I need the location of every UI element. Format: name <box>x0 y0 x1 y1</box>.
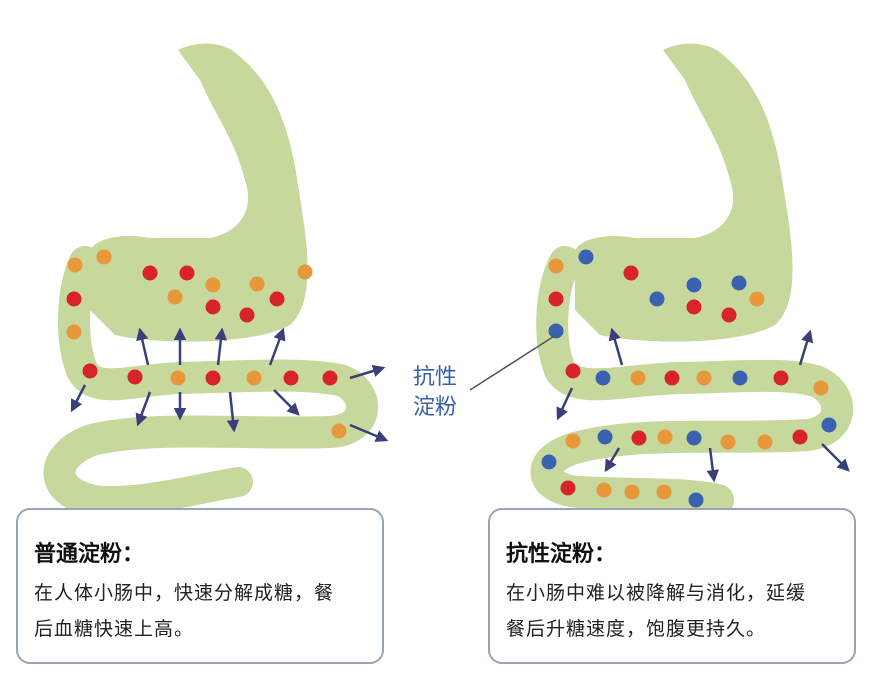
absorption-arrow <box>821 443 850 472</box>
particle-red <box>127 369 143 385</box>
particle-blue <box>578 249 594 265</box>
particle-red <box>721 307 737 323</box>
absorption-arrow <box>135 391 152 427</box>
particle-orange <box>297 264 313 280</box>
particle-blue <box>548 323 564 339</box>
particle-red <box>560 480 576 496</box>
particle-orange <box>331 423 347 439</box>
particle-orange <box>96 249 112 265</box>
particle-red <box>179 265 195 281</box>
normal-starch-title: 普通淀粉： <box>34 542 145 567</box>
normal-starch-desc-line1: 在人体小肠中，快速分解成糖，餐 <box>34 582 335 604</box>
absorption-arrow <box>136 327 150 366</box>
particle-orange <box>548 258 564 274</box>
resistant-starch-label-line2: 淀粉 <box>413 395 458 420</box>
particle-red <box>773 370 789 386</box>
resistant-starch-desc-line2: 餐后升糖速度，饱腹更持久。 <box>506 618 767 640</box>
particle-red <box>283 370 299 386</box>
particle-blue <box>732 370 748 386</box>
absorption-arrow <box>798 329 814 366</box>
resistant-starch-label: 抗性 淀粉 <box>413 363 457 423</box>
particle-orange <box>67 257 83 273</box>
particle-red <box>565 363 581 379</box>
particle-red <box>623 265 639 281</box>
absorption-arrow <box>268 327 286 366</box>
absorption-arrow <box>273 389 300 416</box>
label-pointer-line <box>469 334 557 391</box>
particle-red <box>664 370 680 386</box>
particle-red <box>142 265 158 281</box>
absorption-arrow <box>349 423 389 442</box>
absorption-arrow <box>70 384 87 413</box>
resistant-starch-label-line1: 抗性 <box>413 365 458 390</box>
left-absorption-arrows <box>70 327 389 442</box>
particle-blue <box>821 417 837 433</box>
particle-red <box>82 363 98 379</box>
particle-blue <box>688 492 704 508</box>
particle-blue <box>731 275 747 291</box>
particle-red <box>205 299 221 315</box>
particle-red <box>66 291 82 307</box>
normal-starch-card: 普通淀粉： 在人体小肠中，快速分解成糖，餐 后血糖快速上高。 <box>16 508 384 664</box>
particle-red <box>239 307 255 323</box>
particle-orange <box>249 276 265 292</box>
particle-blue <box>649 291 665 307</box>
resistant-starch-card: 抗性淀粉： 在小肠中难以被降解与消化，延缓 餐后升糖速度，饱腹更持久。 <box>488 508 856 664</box>
particle-orange <box>624 484 640 500</box>
particle-orange <box>630 370 646 386</box>
right-absorption-arrows <box>556 327 850 483</box>
particle-orange <box>205 277 221 293</box>
particle-orange <box>757 434 773 450</box>
particle-orange <box>696 370 712 386</box>
particle-orange <box>596 482 612 498</box>
particle-red <box>322 370 338 386</box>
right-starch-particles <box>541 249 837 508</box>
particle-blue <box>597 429 613 445</box>
absorption-arrow <box>706 447 719 483</box>
particle-orange <box>246 370 262 386</box>
particle-orange <box>749 291 765 307</box>
particle-blue <box>595 370 611 386</box>
absorption-arrow <box>604 447 621 473</box>
particle-red <box>269 291 285 307</box>
particle-orange <box>657 429 673 445</box>
particle-orange <box>656 484 672 500</box>
absorption-arrow <box>214 327 228 366</box>
absorption-arrow <box>608 327 624 366</box>
particle-red <box>792 429 808 445</box>
particle-blue <box>686 430 702 446</box>
particle-red <box>631 430 647 446</box>
particle-blue <box>541 454 557 470</box>
resistant-starch-desc-line1: 在小肠中难以被降解与消化，延缓 <box>506 582 807 604</box>
resistant-starch-title: 抗性淀粉： <box>506 542 617 567</box>
particle-orange <box>813 380 829 396</box>
particle-orange <box>170 370 186 386</box>
particle-orange <box>66 324 82 340</box>
particle-orange <box>720 434 736 450</box>
normal-starch-desc-line2: 后血糖快速上高。 <box>34 618 195 640</box>
absorption-arrow <box>556 387 574 421</box>
left-stomach-intestine <box>43 43 378 516</box>
particle-red <box>686 299 702 315</box>
particle-red <box>205 370 221 386</box>
particle-orange <box>167 289 183 305</box>
particle-blue <box>686 277 702 293</box>
left-starch-particles <box>66 249 347 439</box>
particle-red <box>548 291 564 307</box>
absorption-arrow <box>226 391 240 433</box>
absorption-arrow <box>349 364 386 380</box>
particle-orange <box>565 433 581 449</box>
